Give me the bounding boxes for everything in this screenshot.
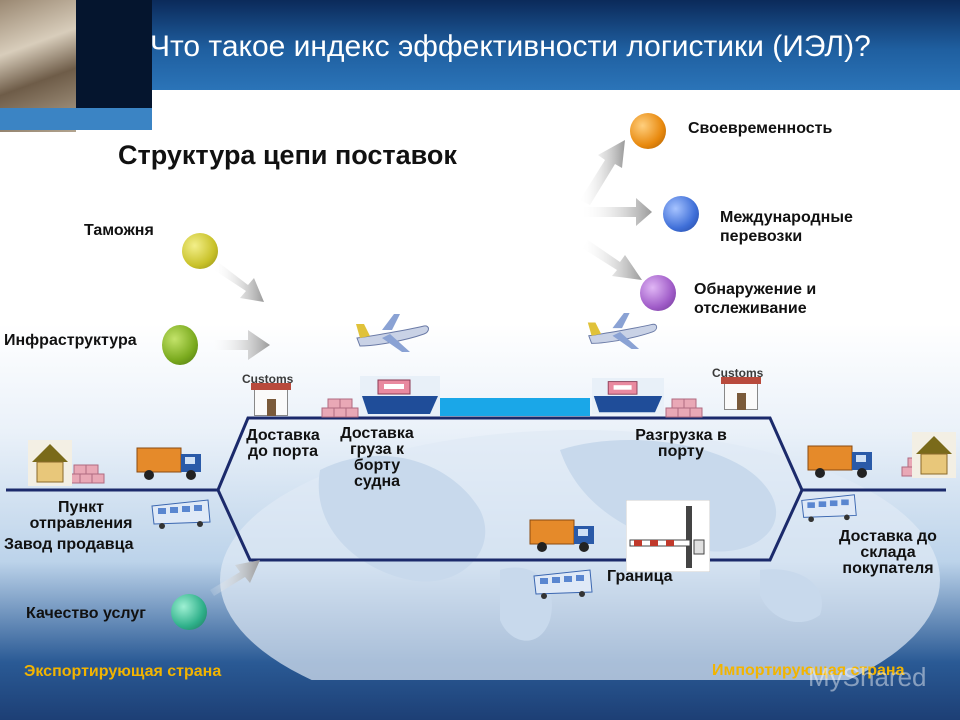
unloading-label: Разгрузка в порту [635,427,727,460]
timeliness-circle [630,113,666,149]
house-icon [28,440,72,486]
service-quality-label: Качество услуг [26,605,146,622]
train-icon [533,569,593,599]
arrow-icon [210,140,652,596]
intl-shipping-label: Международные перевозки [720,209,853,246]
tracking-label: Обнаружение и отслеживание [694,281,817,318]
ship-icon [360,376,440,416]
crates-icon [67,464,105,484]
timeliness-label: Своевременность [688,120,833,137]
barrier-icon [626,500,710,572]
watermark-text: MyShared [808,662,927,692]
intl-shipping-circle [663,196,699,232]
customs-label: Таможня [84,222,154,239]
seller-factory-label: Завод продавца [4,536,134,553]
border-label: Граница [607,568,673,585]
header-bar [76,0,960,90]
to-buyer-label: Доставка до склада покупателя [839,528,937,577]
airplane-icon [587,312,658,350]
ship-icon [592,378,664,414]
importing-country-label: Импортирующая страна [712,662,905,679]
service-quality-circle [171,594,207,630]
truck-icon [136,447,201,480]
origin-label: Пункт отправления [29,499,133,532]
infrastructure-label: Инфраструктура [4,332,137,349]
truck-icon [807,445,872,478]
page-title: Что такое индекс эффективности логистики… [150,30,871,63]
customs-circle [182,233,218,269]
customs-building-icon: Customs [242,372,308,418]
customs-building-icon: Customs [712,366,778,412]
tracking-circle [640,275,676,311]
exporting-country-label: Экспортирующая страна [24,663,222,680]
world-map-background [220,430,940,680]
loading-label: Доставка груза к борту судна [340,425,414,490]
train-icon [801,494,857,523]
crates-icon [665,398,703,418]
customs-sign: Customs [712,366,764,380]
train-icon [151,499,211,529]
house-icon [912,432,956,478]
crates-icon [321,398,359,418]
header-accent-bar [0,108,152,130]
to-port-label: Доставка до порта [246,427,320,460]
infrastructure-circle [162,325,198,365]
customs-sign: Customs [242,372,294,386]
truck-icon [529,519,594,552]
airplane-icon [356,314,429,352]
diagram-title: Структура цепи поставок [118,140,457,170]
